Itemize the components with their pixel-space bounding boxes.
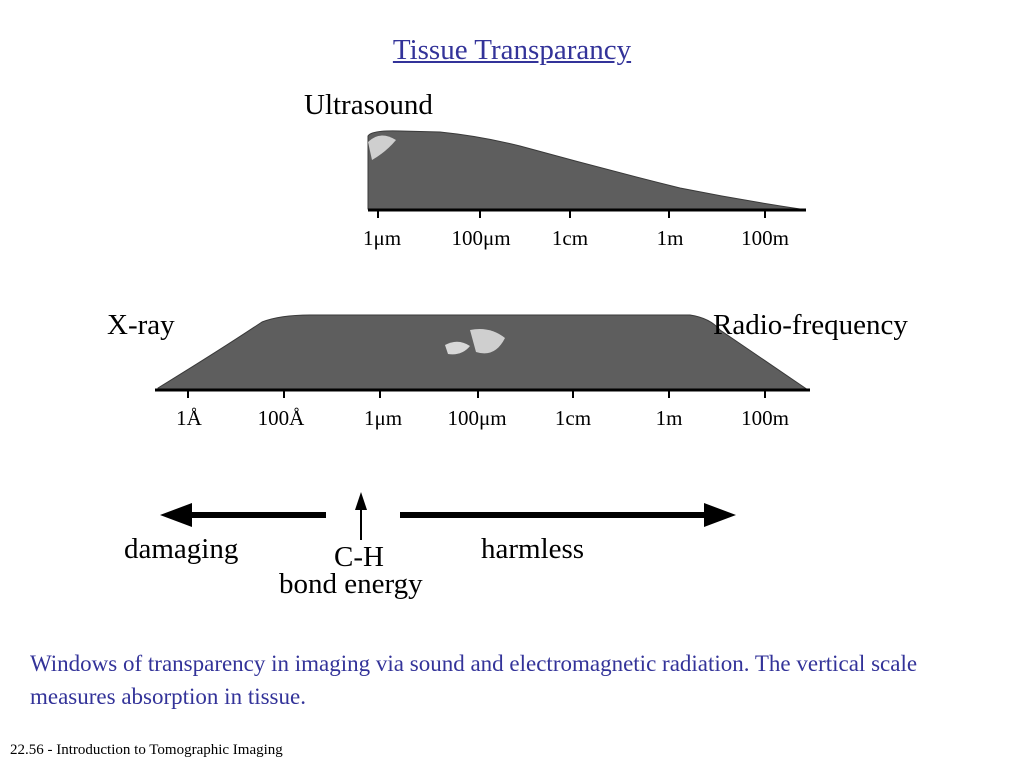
slide-footer: 22.56 - Introduction to Tomographic Imag… [10, 742, 283, 758]
em-highlight-2 [470, 329, 505, 354]
harmless-label: harmless [481, 533, 585, 565]
em-tick-label: 1μm [363, 406, 403, 430]
em-tick-label: 100μm [447, 406, 507, 430]
ultrasound-curve-group [367, 130, 806, 218]
em-curve-group [155, 314, 810, 398]
ch-label: C-H [334, 541, 384, 573]
bond-energy-arrowhead [355, 492, 367, 510]
figure-caption: Windows of transparency in imaging via s… [30, 651, 918, 709]
em-tick-label: 1Å [176, 406, 202, 430]
em-tick-label: 1m [655, 406, 683, 430]
ultrasound-absorption-curve [367, 130, 801, 210]
ultrasound-tick-label: 1cm [551, 226, 589, 250]
harmless-arrowhead [704, 503, 736, 527]
ultrasound-tick-label: 100m [741, 226, 789, 250]
ultrasound-tick-label: 100μm [451, 226, 511, 250]
radio-frequency-label: Radio-frequency [713, 309, 908, 341]
em-tick-label: 100Å [257, 406, 305, 430]
x-ray-label: X-ray [107, 309, 175, 341]
damaging-label: damaging [124, 533, 239, 565]
bond-energy-label: bond energy [279, 568, 423, 600]
energy-arrows [160, 492, 736, 540]
ultrasound-tick-label: 1m [656, 226, 684, 250]
em-tick-label: 1cm [554, 406, 592, 430]
ultrasound-tick-label: 1μm [362, 226, 402, 250]
ultrasound-label: Ultrasound [304, 89, 433, 121]
ultrasound-highlight [368, 135, 396, 160]
slide-title: Tissue Transparancy [392, 34, 632, 66]
em-highlight-1 [445, 341, 470, 355]
damaging-arrowhead [160, 503, 192, 527]
em-tick-label: 100m [741, 406, 789, 430]
